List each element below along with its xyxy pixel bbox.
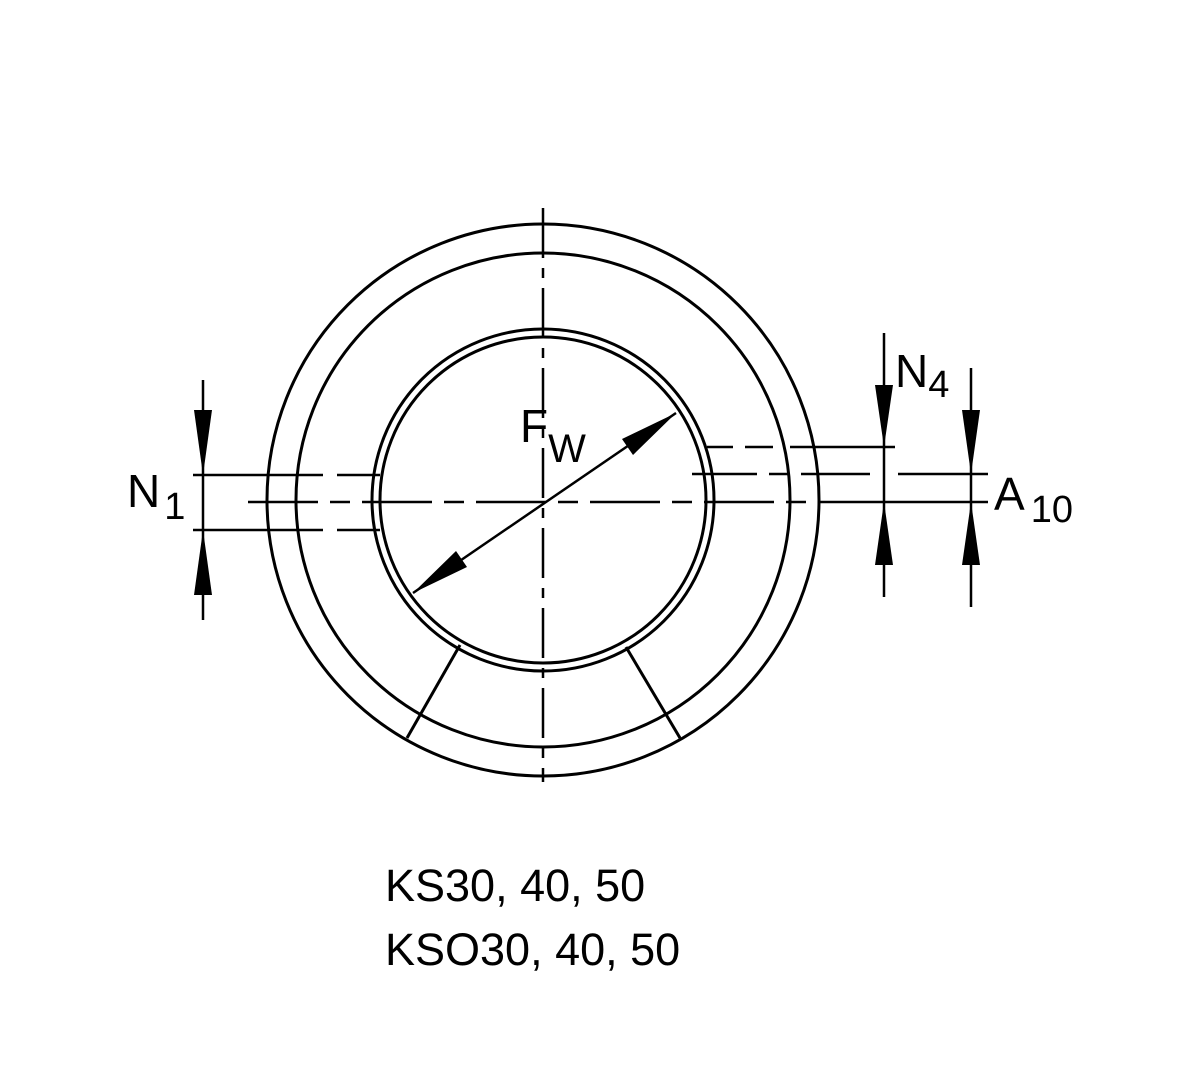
slot-line-right — [624, 646, 682, 739]
a10-arrow-top — [962, 410, 980, 474]
n4-label: N4 — [895, 345, 949, 406]
fw-arrow-lower — [413, 551, 467, 593]
n1-arrow-top — [194, 410, 212, 475]
fw-label: FW — [520, 400, 586, 471]
n4-arrow-top — [875, 385, 893, 447]
fw-arrow-upper — [622, 413, 676, 455]
caption-line-1: KS30, 40, 50 — [385, 860, 646, 911]
arrowheads — [194, 385, 980, 595]
a10-arrow-bottom — [962, 502, 980, 565]
n1-arrow-bottom — [194, 530, 212, 595]
caption-line-2: KSO30, 40, 50 — [385, 924, 681, 975]
slot-line-left — [405, 644, 462, 739]
n4-arrow-bottom — [875, 502, 893, 565]
